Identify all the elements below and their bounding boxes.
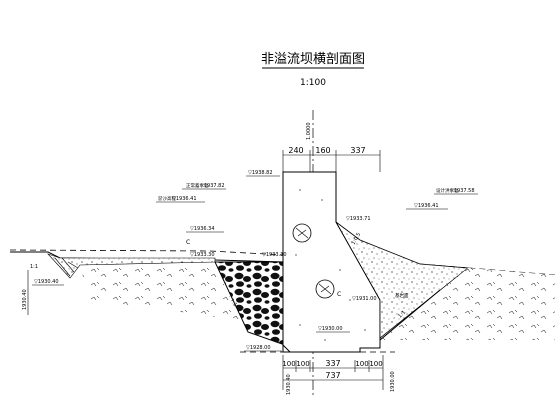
bedrock-label: 基岩面 — [395, 292, 409, 299]
dim-bottom-d: 100 — [369, 360, 382, 368]
left-small-ratio: 1:1 — [30, 264, 38, 270]
upstream-fill-hatch — [54, 257, 79, 277]
left-pool-elev: ▽1936.34 — [190, 226, 215, 232]
left-ground-elev: ▽1930.40 — [34, 279, 59, 285]
top-dimension-chain: 240 160 337 — [282, 146, 381, 172]
right-mid-elev: ▽1931.00 — [352, 296, 377, 302]
elevation-labels: ▽1938.82 正常蓄水位 ▽1937.82 淤沙高程 ▽1936.41 ▽1… — [32, 170, 478, 352]
dam-body — [282, 171, 381, 353]
right-vertical-label: 1930.00 — [390, 371, 396, 392]
dim-bottom-middle: 337 — [325, 359, 340, 368]
left-base-elev: ▽1933.30 — [190, 252, 215, 258]
base-elev: ▽1928.00 — [246, 345, 271, 351]
left-vertical-label: 1930.40 — [22, 289, 28, 310]
cutoff-line-right — [379, 289, 441, 341]
cut-label-left: 1:1 — [228, 298, 238, 308]
concrete-marks — [295, 189, 366, 341]
mid-small-elev: ▽1933.30 — [262, 252, 287, 258]
slope-ratio: 1:0.5 — [351, 232, 363, 246]
left-bedrock — [80, 264, 240, 320]
dim-bottom-c: 100 — [355, 360, 368, 368]
bottom-left-vertical-label: 1930.40 — [286, 374, 292, 395]
bottom-dimension-chain: 100 100 337 100 100 737 — [282, 355, 384, 390]
left-level-elev: ▽1936.41 — [172, 196, 197, 202]
right-bedrock — [380, 268, 555, 340]
mid-elevation: ▽1933.71 — [346, 216, 371, 222]
design-flood-label: 设计洪水位 — [436, 187, 459, 194]
dim-bottom-a: 100 — [282, 360, 295, 368]
cut-label-right: 1:1 — [397, 309, 407, 319]
right-level-elev: ▽1936.41 — [414, 203, 439, 209]
drawing-title: 非溢流坝横剖面图 — [261, 52, 365, 67]
design-flood-elev: ▽1937.58 — [450, 188, 475, 194]
dim-bottom-total: 737 — [325, 371, 340, 380]
dim-bottom-b: 100 — [296, 360, 309, 368]
lower-elev: ▽1930.00 — [318, 326, 343, 332]
dim-top-left: 240 — [288, 146, 303, 155]
gallery-hatch — [295, 227, 332, 295]
dim-top-middle: 160 — [315, 146, 330, 155]
point-c-left: C — [186, 239, 190, 246]
axis-vertical-dim: 1.0000 — [306, 123, 312, 141]
crest-elevation: ▽1938.82 — [248, 170, 273, 176]
drawing-scale: 1:100 — [300, 78, 326, 88]
dim-top-right: 337 — [350, 146, 365, 155]
left-level-label: 淤沙高程 — [158, 195, 176, 202]
normal-pool-elev: ▽1937.82 — [200, 183, 225, 189]
normal-pool-label: 正常蓄水位 — [186, 182, 209, 189]
point-c-right: C — [337, 291, 341, 298]
downstream-slope-line — [335, 221, 381, 301]
dam-heel-step — [282, 344, 291, 353]
